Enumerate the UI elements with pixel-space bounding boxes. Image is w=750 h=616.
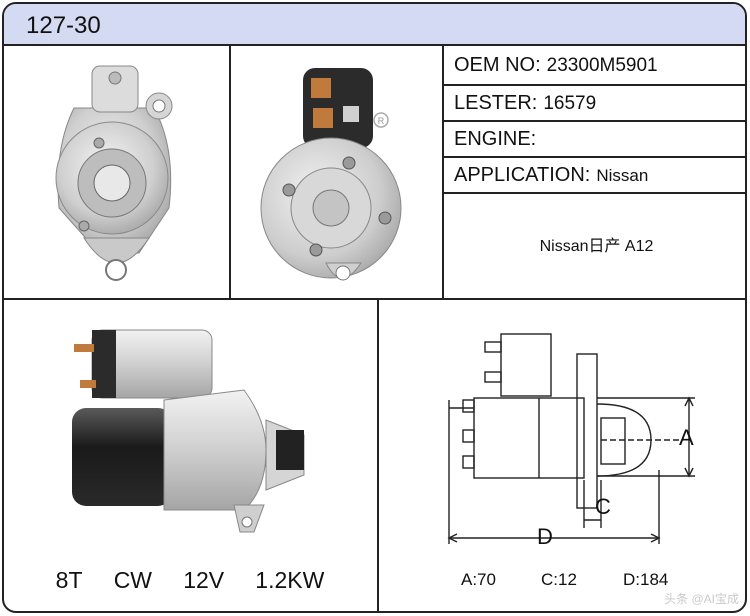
spec-application-row: APPLICATION: Nissan bbox=[444, 158, 745, 194]
application-note-cell: Nissan日产 A12 bbox=[444, 194, 745, 298]
spec-divider-2 bbox=[442, 120, 745, 122]
divider-h-mid bbox=[4, 298, 745, 300]
oem-label: OEM NO: bbox=[454, 54, 541, 76]
rotation: CW bbox=[113, 567, 153, 593]
dim-c-value: C:12 bbox=[541, 570, 577, 589]
dimension-drawing: A C D bbox=[379, 300, 745, 562]
lester-label: LESTER: bbox=[454, 92, 538, 114]
application-label: APPLICATION: bbox=[454, 164, 591, 186]
photo-front-view bbox=[4, 48, 229, 298]
application-value: Nissan bbox=[596, 166, 649, 185]
divider-v2 bbox=[442, 46, 444, 298]
model-number: 127-30 bbox=[26, 12, 101, 39]
photo-rear-view: R bbox=[231, 48, 442, 298]
electrical-spec-line: 8T CW 12V 1.2KW bbox=[4, 567, 376, 594]
registered-mark: R bbox=[378, 116, 385, 126]
voltage: 12V bbox=[183, 567, 225, 593]
engine-label: ENGINE: bbox=[454, 128, 537, 150]
divider-v3 bbox=[377, 298, 379, 611]
header-bar: 127-30 bbox=[4, 4, 745, 46]
lester-value: 16579 bbox=[543, 93, 597, 114]
power: 1.2KW bbox=[255, 567, 325, 593]
teeth-count: 8T bbox=[55, 567, 83, 593]
watermark: 头条 @AI宝成 bbox=[664, 592, 739, 606]
spec-divider-4 bbox=[442, 192, 745, 194]
application-note: Nissan日产 A12 bbox=[539, 238, 654, 255]
photo-side-view bbox=[4, 300, 377, 562]
spec-lester-row: LESTER:16579 bbox=[444, 86, 745, 122]
spec-oem-row: OEM NO:23300M5901 bbox=[444, 48, 745, 84]
dim-a-value: A:70 bbox=[461, 570, 496, 589]
divider-v1 bbox=[229, 46, 231, 298]
dim-label-a: A bbox=[679, 425, 694, 450]
oem-value: 23300M5901 bbox=[546, 55, 658, 76]
spec-engine-row: ENGINE: bbox=[444, 122, 745, 158]
dim-label-c: C bbox=[595, 494, 611, 519]
dim-d-value: D:184 bbox=[623, 570, 669, 589]
dim-label-d: D bbox=[537, 524, 553, 549]
spec-divider-3 bbox=[442, 156, 745, 158]
spec-divider-1 bbox=[442, 84, 745, 86]
